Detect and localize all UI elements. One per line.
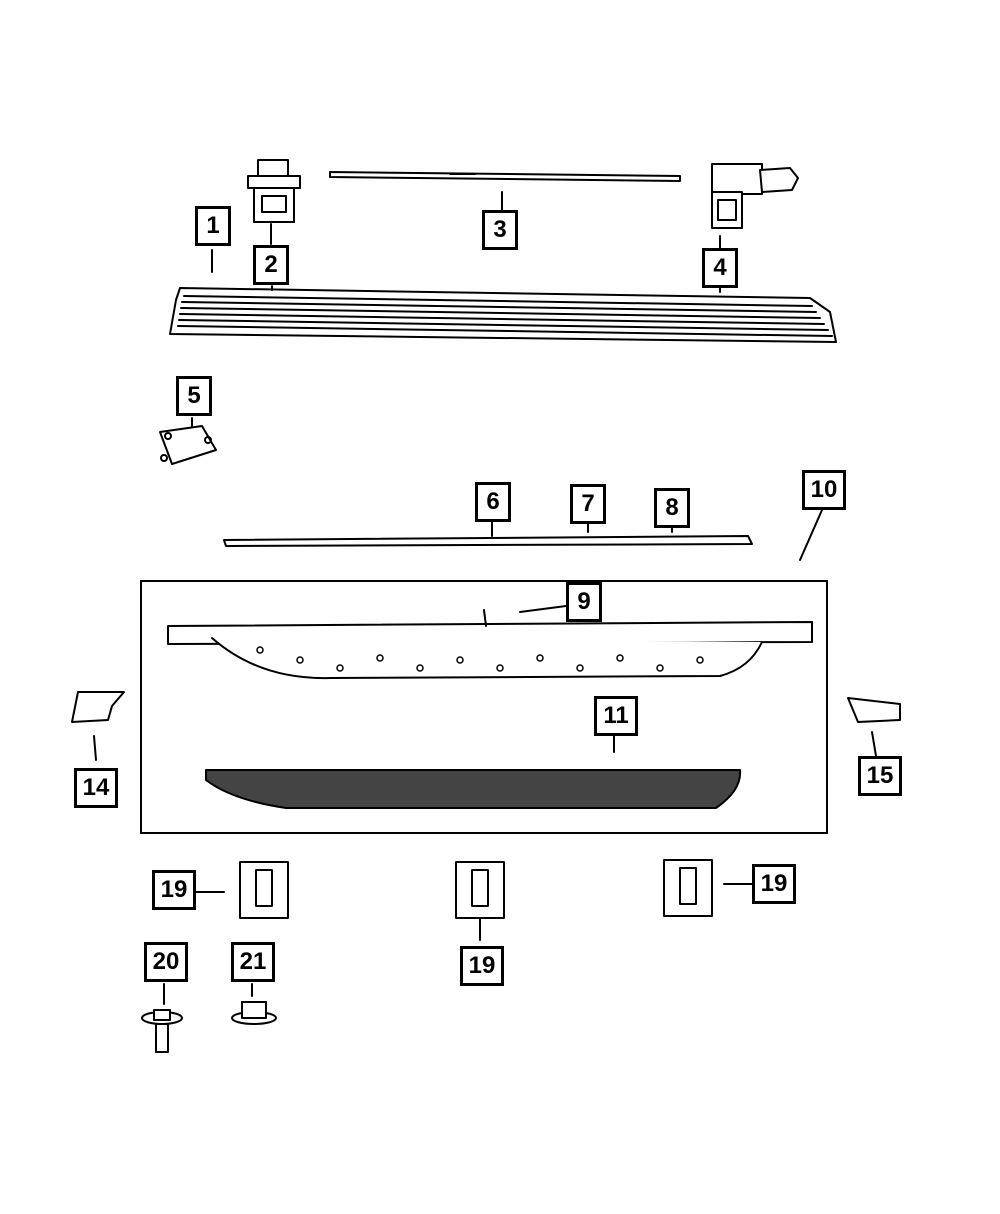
callout-19-center: 19	[460, 946, 504, 986]
callout-1: 1	[195, 206, 231, 246]
callout-19-right: 19	[752, 864, 796, 904]
part-14-end-cap	[71, 691, 125, 761]
assembly-group-frame	[140, 580, 828, 834]
callout-15: 15	[858, 756, 902, 796]
part-1-running-board	[169, 249, 837, 343]
callout-2: 2	[253, 245, 289, 285]
part-19-bracket-left	[193, 861, 289, 919]
callout-7: 7	[570, 484, 606, 524]
part-6-8-trim-strip	[223, 521, 753, 547]
callout-6: 6	[475, 482, 511, 522]
callout-5: 5	[176, 376, 212, 416]
part-2-bracket	[247, 159, 301, 245]
part-19-bracket-right	[663, 859, 753, 917]
callout-11: 11	[594, 696, 638, 736]
callout-3: 3	[482, 210, 518, 250]
callout-14: 14	[74, 768, 118, 808]
part-10-leader	[799, 509, 823, 561]
part-11-mesh-pad	[205, 735, 742, 809]
part-9-step-frame	[167, 605, 813, 680]
callout-20: 20	[144, 942, 188, 982]
callout-9: 9	[566, 582, 602, 622]
part-15-end-cap	[847, 697, 901, 757]
part-3-rod	[329, 171, 681, 211]
callout-10: 10	[802, 470, 846, 510]
callout-21: 21	[231, 942, 275, 982]
part-21-nut	[231, 983, 277, 1025]
callout-4: 4	[702, 248, 738, 288]
part-4-motor	[711, 163, 799, 249]
part-20-bolt	[141, 983, 183, 1053]
callout-8: 8	[654, 488, 690, 528]
callout-19-left: 19	[152, 870, 196, 910]
part-19-bracket-center	[455, 861, 505, 941]
part-5-module	[159, 417, 217, 465]
